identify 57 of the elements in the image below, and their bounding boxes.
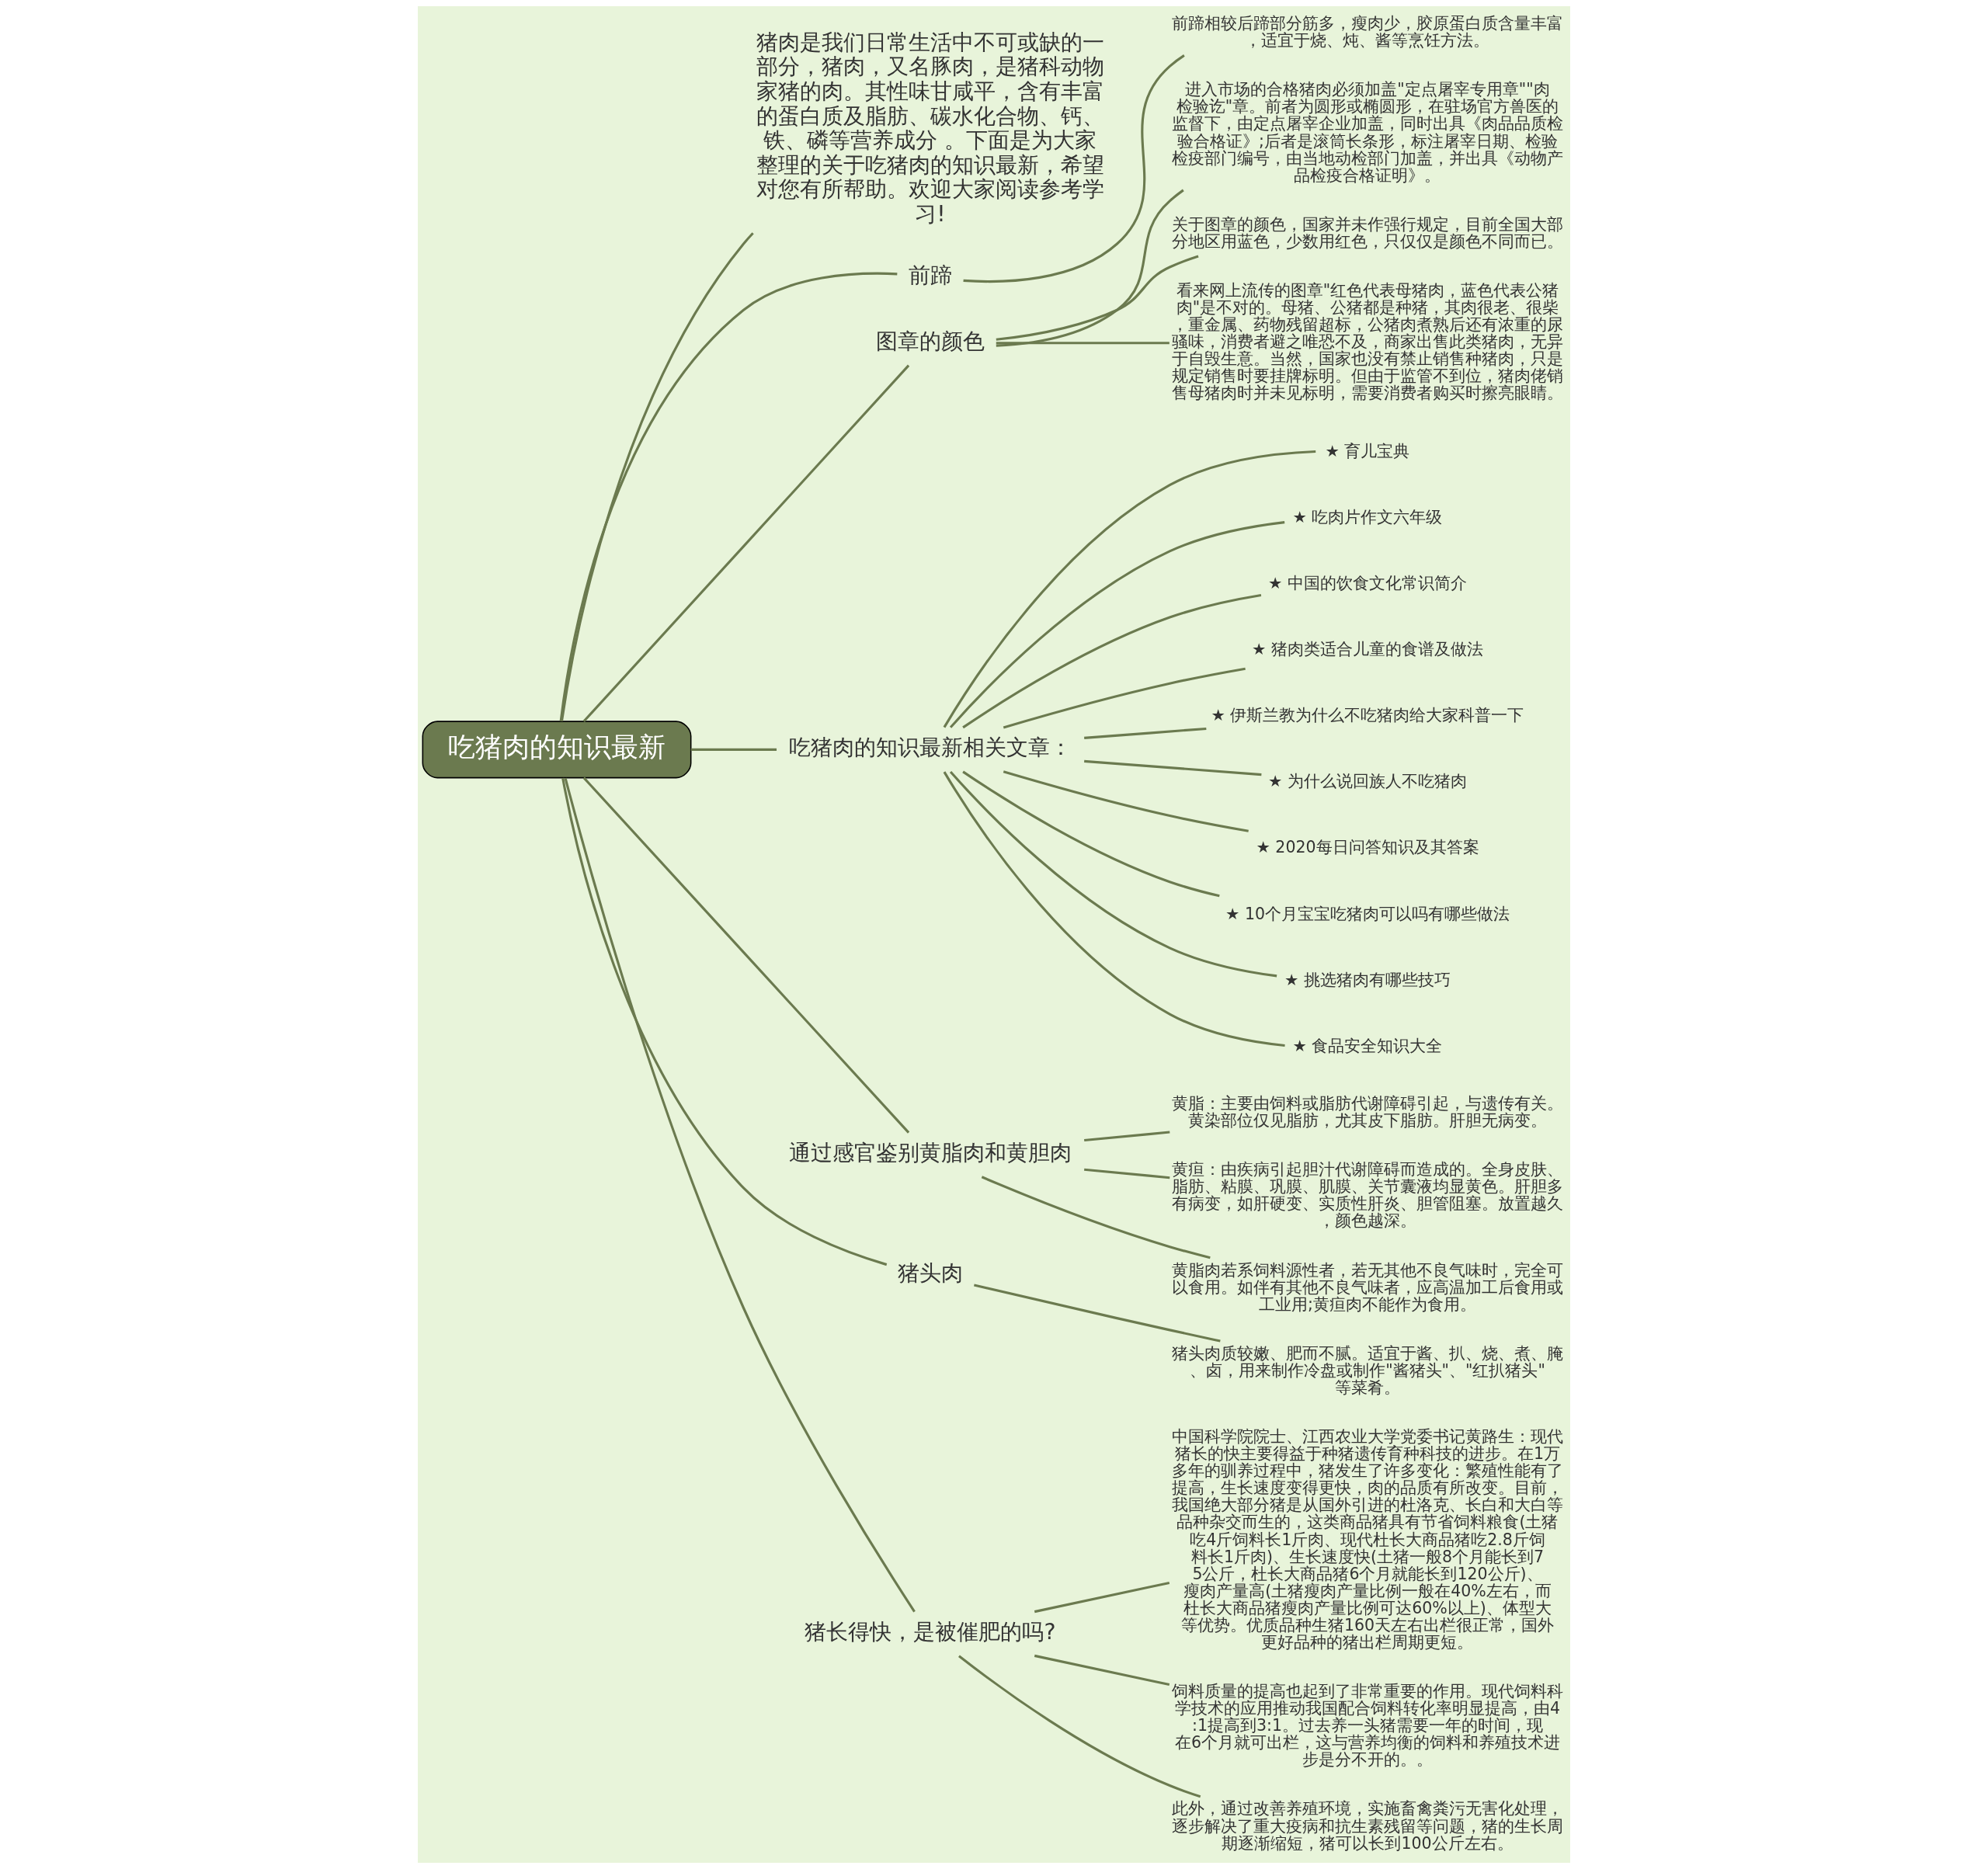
connector (560, 232, 754, 722)
node-text: 猪头肉 (897, 1259, 963, 1286)
node-text: 关于图章的颜色，国家并未作强行规定，目前全国大部分地区用蓝色，少数用红色，只仅仅是颜色不同而已。 (1172, 214, 1563, 251)
node-text: ★ 食品安全知识大全 (1292, 1036, 1443, 1055)
connector (1003, 770, 1249, 832)
connector (1034, 1654, 1170, 1687)
connector (1084, 1131, 1170, 1142)
connector (996, 255, 1199, 341)
connector (1034, 1581, 1170, 1614)
node-text: 猪头肉质较嫩、肥而不腻。适宜于酱、扒、烧、煮、腌、卤，用来制作冷盘或制作"酱猪头"、"红扒猪头"等菜肴。 (1172, 1343, 1563, 1397)
connector (949, 521, 1285, 728)
node-text: 猪肉是我们日常生活中不可或缺的一部分，猪肉，又名豚肉，是猪科动物家猪的肉。其性味甘咸平，含有丰富的蛋白质及脂肪、碳水化合物、钙、铁、磷等营养成分 。下面是为大家整理的关于吃猪肉的知识最新，希望对您有所帮助。欢迎大家阅读参考学习! (756, 29, 1104, 227)
node-text: ★ 10个月宝宝吃猪肉可以吗有哪些做法 (1225, 904, 1510, 923)
connector (1084, 1168, 1170, 1179)
connector (582, 364, 910, 723)
node-text: ★ 吃肉片作文六年级 (1292, 507, 1443, 526)
connector (564, 777, 916, 1613)
connector (962, 770, 1220, 898)
node-text: 前蹄相较后蹄部分筋多，瘦肉少，胶原蛋白质含量丰富，适宜于烧、炖、酱等烹饪方法。 (1172, 14, 1563, 50)
node-text: 通过感官鉴别黄脂肉和黄胆肉 (788, 1140, 1072, 1166)
connector (962, 594, 1262, 729)
connector (1003, 667, 1246, 729)
node-text: 黄脂：主要由饲料或脂肪代谢障碍引起，与遗传有关。黄染部位仅见脂肪，尤其皮下脂肪。肝胆无病变。 (1172, 1094, 1563, 1131)
node-text: ★ 猪肉类适合儿童的食谱及做法 (1252, 639, 1483, 658)
connector (963, 54, 1185, 283)
node-text: 猪长得快，是被催肥的吗? (805, 1618, 1056, 1645)
node-text: ★ 为什么说回族人不吃猪肉 (1268, 772, 1467, 791)
connector (974, 1284, 1221, 1343)
connector (996, 189, 1184, 347)
node-text: ★ 伊斯兰教为什么不吃猪肉给大家科普一下 (1211, 706, 1524, 725)
connector (996, 342, 1170, 345)
node-text: ★ 中国的饮食文化常识简介 (1268, 573, 1467, 592)
connector (690, 748, 777, 751)
node-text: 黄疸：由疾病引起胆汁代谢障碍而造成的。全身皮肤、脂肪、粘膜、巩膜、肌膜、关节囊液均显黄色。肝胆多有病变，如肝硬变、实质性肝炎、胆管阻塞。放置越久，颜色越深。 (1172, 1160, 1563, 1231)
node-text: 进入市场的合格猪肉必须加盖"定点屠宰专用章""肉检验讫"章。前者为圆形或椭圆形，在驻场官方兽医的监督下，由定点屠宰企业加盖，同时出具《肉品品质检验合格证》;后者是滚筒长条形，标注屠宰日期、检验检疫部门编号，由当地动检部门加盖，并出具《动物产品检疫合格证明》。 (1172, 80, 1563, 185)
connector (943, 450, 1316, 728)
connector (582, 776, 910, 1134)
connector (981, 1176, 1211, 1259)
node-text: 看来网上流传的图章"红色代表母猪肉，蓝色代表公猪肉"是不对的。母猪、公猪都是种猪，其肉很老、很柴，重金属、药物残留超标，公猪肉煮熟后还有浓重的尿骚味，消费者避之唯恐不及，商家出售此类猪肉，无异于自毁生意。当然，国家也没有禁止销售种猪肉，只是规定销售时要挂牌标明。但由于监管不到位，猪肉佬销售母猪肉时并未见标明，需要消费者购买时擦亮眼睛。 (1172, 280, 1563, 403)
node-text: 图章的颜色 (875, 328, 985, 354)
connector (559, 272, 898, 721)
connector (1084, 759, 1262, 776)
node-text: 吃猪肉的知识最新相关文章： (788, 735, 1072, 761)
connector (1084, 727, 1207, 739)
node-text: ★ 育儿宝典 (1325, 441, 1410, 460)
connector (943, 771, 1285, 1047)
connector (949, 770, 1277, 978)
node-text: 黄脂肉若系饲料源性者，若无其他不良气味时，完全可以食用。如伴有其他不良气味者，应高温加工后食用或工业用;黄疸肉不能作为食用。 (1172, 1260, 1563, 1314)
node-text: 饲料质量的提高也起到了非常重要的作用。现代饲料科学技术的应用推动我国配合饲料转化率明显提高，由4:1提高到3:1。过去养一头猪需要一年的时间，现在6个月就可出栏，这与营养均衡的饲料和养殖技术进步是分不开的。。 (1172, 1682, 1563, 1770)
node-text: ★ 挑选猪肉有哪些技巧 (1284, 970, 1451, 989)
connector (561, 777, 888, 1266)
node-text: ★ 2020每日问答知识及其答案 (1256, 838, 1479, 857)
node-text: 前蹄 (908, 262, 952, 288)
node-text: 中国科学院院士、江西农业大学党委书记黄路生：现代猪长的快主要得益于种猪遗传育种科技的进步。在1万多年的驯养过程中，猪发生了许多变化：繁殖性能有了提高，生长速度变得更快，肉的品质有所改变。目前，我国绝大部分猪是从国外引进的杜洛克、长白和大白等品种杂交而生的，这类商品猪具有节省饲料粮食(土猪吃4斤饲料长1斤肉、现代杜长大商品猪吃2.8斤饲料长1斤肉)、生长速度快(土猪一般8个月能长到75公斤，杜长大商品猪6个月就能长到120公斤)、瘦肉产量高(土猪瘦肉产量比例一般在40%左右，而杜长大商品猪瘦肉产量比例可达60%以上)、体型大等优势。优质品种生猪160天左右出栏很正常，国外更好品种的猪出栏周期更短。 (1172, 1427, 1563, 1652)
connector (958, 1655, 1201, 1798)
node-box: 吃猪肉的知识最新 (422, 721, 692, 779)
node-text: 此外，通过改善养殖环境，实施畜禽粪污无害化处理，逐步解决了重大疫病和抗生素残留等问题，猪的生长周期逐渐缩短，猪可以长到100公斤左右。 (1172, 1799, 1563, 1853)
